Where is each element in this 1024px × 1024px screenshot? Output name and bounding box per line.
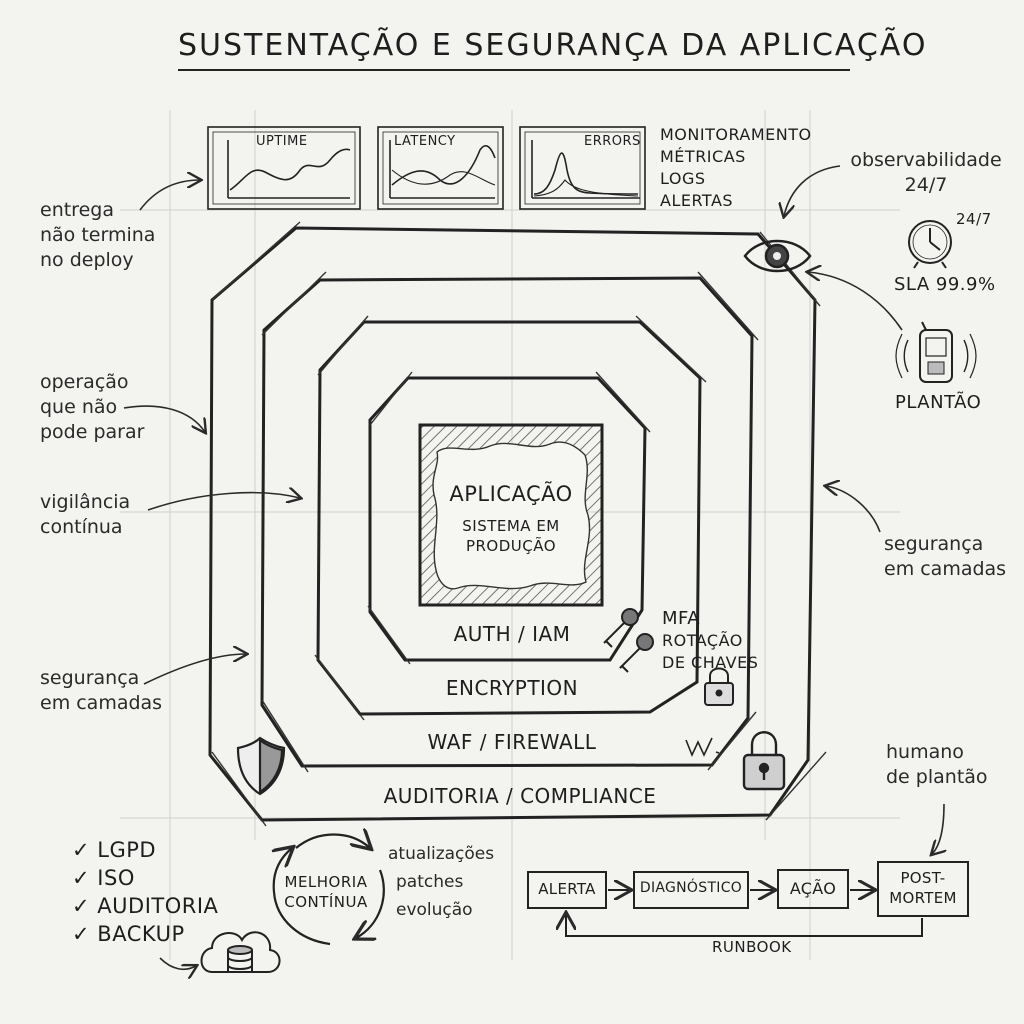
flow-step-postmortem: POST- MORTEM: [889, 869, 957, 907]
phone-icon: [895, 321, 977, 383]
shield-icon: [236, 736, 286, 796]
note-security-left: segurança em camadas: [40, 667, 163, 714]
note-delivery: entrega não termina no deploy: [40, 199, 156, 271]
signature-mark: [685, 737, 720, 758]
padlock-icon: [742, 731, 786, 791]
note-human-oncall: humano de plantão: [886, 741, 988, 788]
oncall-label: PLANTÃO: [895, 392, 982, 413]
chart-label-uptime: UPTIME: [256, 134, 308, 149]
chart-label-errors: ERRORS: [584, 134, 641, 149]
incident-flow-frame: [527, 861, 969, 937]
monitoring-item: LOGS: [660, 169, 706, 188]
compliance-checklist: ✓ LGPD ✓ ISO ✓ AUDITORIA ✓ BACKUP: [72, 836, 218, 948]
improvement-cycle: [274, 835, 385, 946]
clock-label: 24/7: [956, 210, 992, 228]
core-subtitle: SISTEMA EM PRODUÇÃO: [462, 517, 560, 555]
uptime-chart-icon: [207, 126, 361, 210]
layer-label-encryption: ENCRYPTION: [445, 676, 579, 700]
checklist-item: ✓ ISO: [72, 866, 135, 890]
layer-auth-frame: [368, 376, 647, 662]
lock-icon: [704, 667, 734, 706]
keys-icon: [603, 608, 654, 673]
errors-chart-icon: [519, 126, 646, 210]
layer-encryption-frame: [316, 320, 702, 716]
monitoring-item: MÉTRICAS: [660, 147, 746, 166]
monitoring-list: MONITORAMENTO MÉTRICAS LOGS ALERTAS: [660, 124, 812, 212]
clock-icon: [908, 220, 952, 269]
improvement-items: atualizações patches evolução: [388, 844, 495, 920]
note-operation: operação que não pode parar: [40, 371, 145, 443]
monitoring-item: MONITORAMENTO: [660, 125, 812, 144]
note-observability: observabilidade 24/7: [850, 149, 1002, 196]
cloud-database-icon: [200, 931, 281, 973]
layer-label-mfa: MFA ROTAÇÃO DE CHAVES: [662, 608, 759, 672]
note-vigilance: vigilância contínua: [40, 491, 131, 538]
core-title: APLICAÇÃO: [449, 482, 573, 506]
checklist-item: ✓ BACKUP: [72, 922, 185, 946]
runbook-label: RUNBOOK: [712, 938, 792, 956]
eye-icon: [743, 239, 812, 273]
page-title: SUSTENTAÇÃO E SEGURANÇA DA APLICAÇÃO: [178, 28, 928, 63]
flow-step-alert: ALERTA: [538, 880, 596, 898]
improvement-label: MELHORIA CONTÍNUA: [284, 873, 368, 911]
flow-step-diagnosis: DIAGNÓSTICO: [639, 880, 743, 896]
layer-label-audit: AUDITORIA / COMPLIANCE: [383, 784, 657, 808]
checklist-item: ✓ AUDITORIA: [72, 894, 219, 918]
flow-step-action: AÇÃO: [789, 879, 837, 898]
layer-label-waf: WAF / FIREWALL: [427, 730, 597, 754]
monitoring-item: ALERTAS: [660, 191, 734, 210]
sla-label: SLA 99.9%: [894, 274, 996, 295]
checklist-item: ✓ LGPD: [72, 838, 157, 862]
application-core-box: [418, 423, 604, 607]
chart-label-latency: LATENCY: [394, 134, 456, 149]
note-security-right: segurança em camadas: [884, 533, 1007, 580]
latency-chart-icon: [377, 126, 504, 210]
layer-label-auth: AUTH / IAM: [453, 622, 571, 646]
